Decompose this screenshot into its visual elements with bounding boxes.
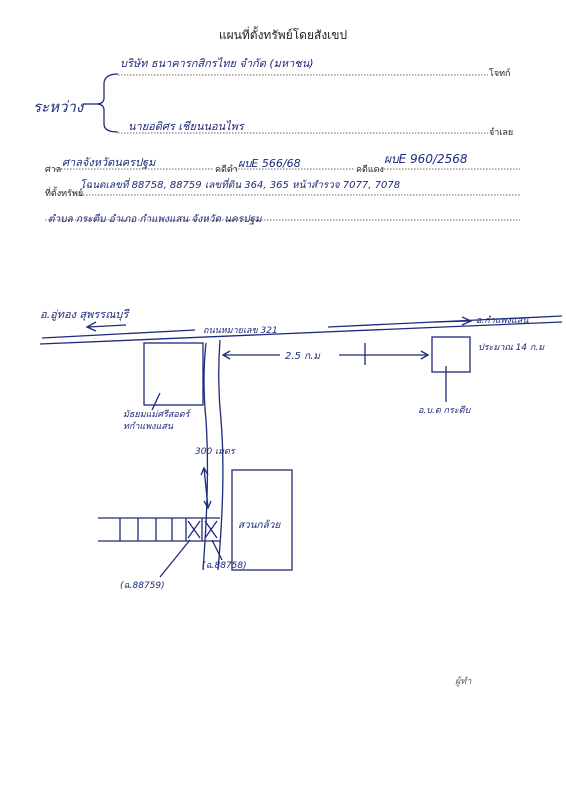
- map-market: อ.บ.ต กระตีบ: [418, 406, 471, 416]
- between-bracket: [95, 73, 119, 133]
- red-case-value: ผบE 960/2568: [384, 152, 468, 166]
- court-label: ศาล: [45, 164, 62, 174]
- signature: ผู้ทำ: [455, 677, 472, 687]
- property-label: ที่ตั้งทรัพย์: [45, 188, 84, 198]
- short-dist-head-bottom: [203, 500, 212, 510]
- school-pointer: [151, 392, 161, 411]
- market-box: [431, 336, 471, 373]
- dist-right-head: [420, 350, 430, 360]
- arrow-left-line: [87, 324, 127, 328]
- black-case-label: คดีดำ: [215, 164, 238, 174]
- parcel-x-marks: [187, 520, 218, 539]
- page-title: แผนที่ตั้งทรัพย์โดยสังเขป: [218, 28, 348, 42]
- map-school: มัธยมแม่ศรีสอดร์ทกำแพงแสน: [123, 410, 190, 432]
- road-top-edge-left: [41, 329, 196, 339]
- black-case-value: ผบE 566/68: [238, 157, 301, 170]
- deed-a-pointer: [159, 539, 191, 578]
- road-bottom-edge: [39, 321, 563, 345]
- map-side-distance: 300 เมตร: [195, 447, 235, 457]
- map-distance-right: ประมาณ 14 ก.ม: [478, 343, 545, 353]
- map-deed-a: (ฉ.88759): [120, 581, 165, 591]
- defendant-label: จำเลย: [489, 127, 514, 137]
- defendant-value: นายอดิศร เชียนนอนไพร: [128, 120, 244, 133]
- school-box: [143, 342, 204, 406]
- map-deed-b: (ฉ.88758): [202, 561, 247, 571]
- orchard-box: [231, 469, 293, 571]
- court-value: ศาลจังหวัดนครปฐม: [62, 156, 156, 169]
- location-line: ตำบล กระตีบ อำเภอ กำแพงแสน จังหวัด นครปฐ…: [48, 214, 262, 225]
- dist-left-head: [221, 350, 231, 360]
- arrow-right-head: [461, 316, 473, 326]
- short-dist-line: [203, 467, 209, 509]
- red-case-label: คดีแดง: [356, 164, 384, 174]
- map-orchard: สวนกล้วย: [238, 520, 281, 531]
- side-road-left: [202, 342, 209, 571]
- parcel-dividers: [119, 518, 203, 541]
- map-road-label: ถนนหมายเลข 321: [203, 326, 278, 336]
- plaintiff-label: โจทก์: [489, 68, 511, 78]
- side-road-right: [217, 339, 224, 571]
- between-label: ระหว่าง: [33, 98, 84, 116]
- arrow-right-line: [433, 320, 471, 323]
- plaintiff-value: บริษัท ธนาคารกสิกรไทย จำกัด (มหาชน): [120, 57, 314, 70]
- short-dist-head-top: [200, 466, 209, 476]
- map-to-left: อ.อู่ทอง สุพรรณบุรี: [40, 308, 129, 321]
- arrow-left-head: [85, 321, 97, 332]
- deed-line: โฉนดเลขที่ 88758, 88759 เลขที่ดิน 364, 3…: [80, 180, 401, 191]
- map-to-right: อ.กำแพงแสน: [476, 316, 529, 326]
- map-distance-top: 2.5 ก.ม: [285, 351, 320, 362]
- deed-b-pointer: [211, 539, 223, 561]
